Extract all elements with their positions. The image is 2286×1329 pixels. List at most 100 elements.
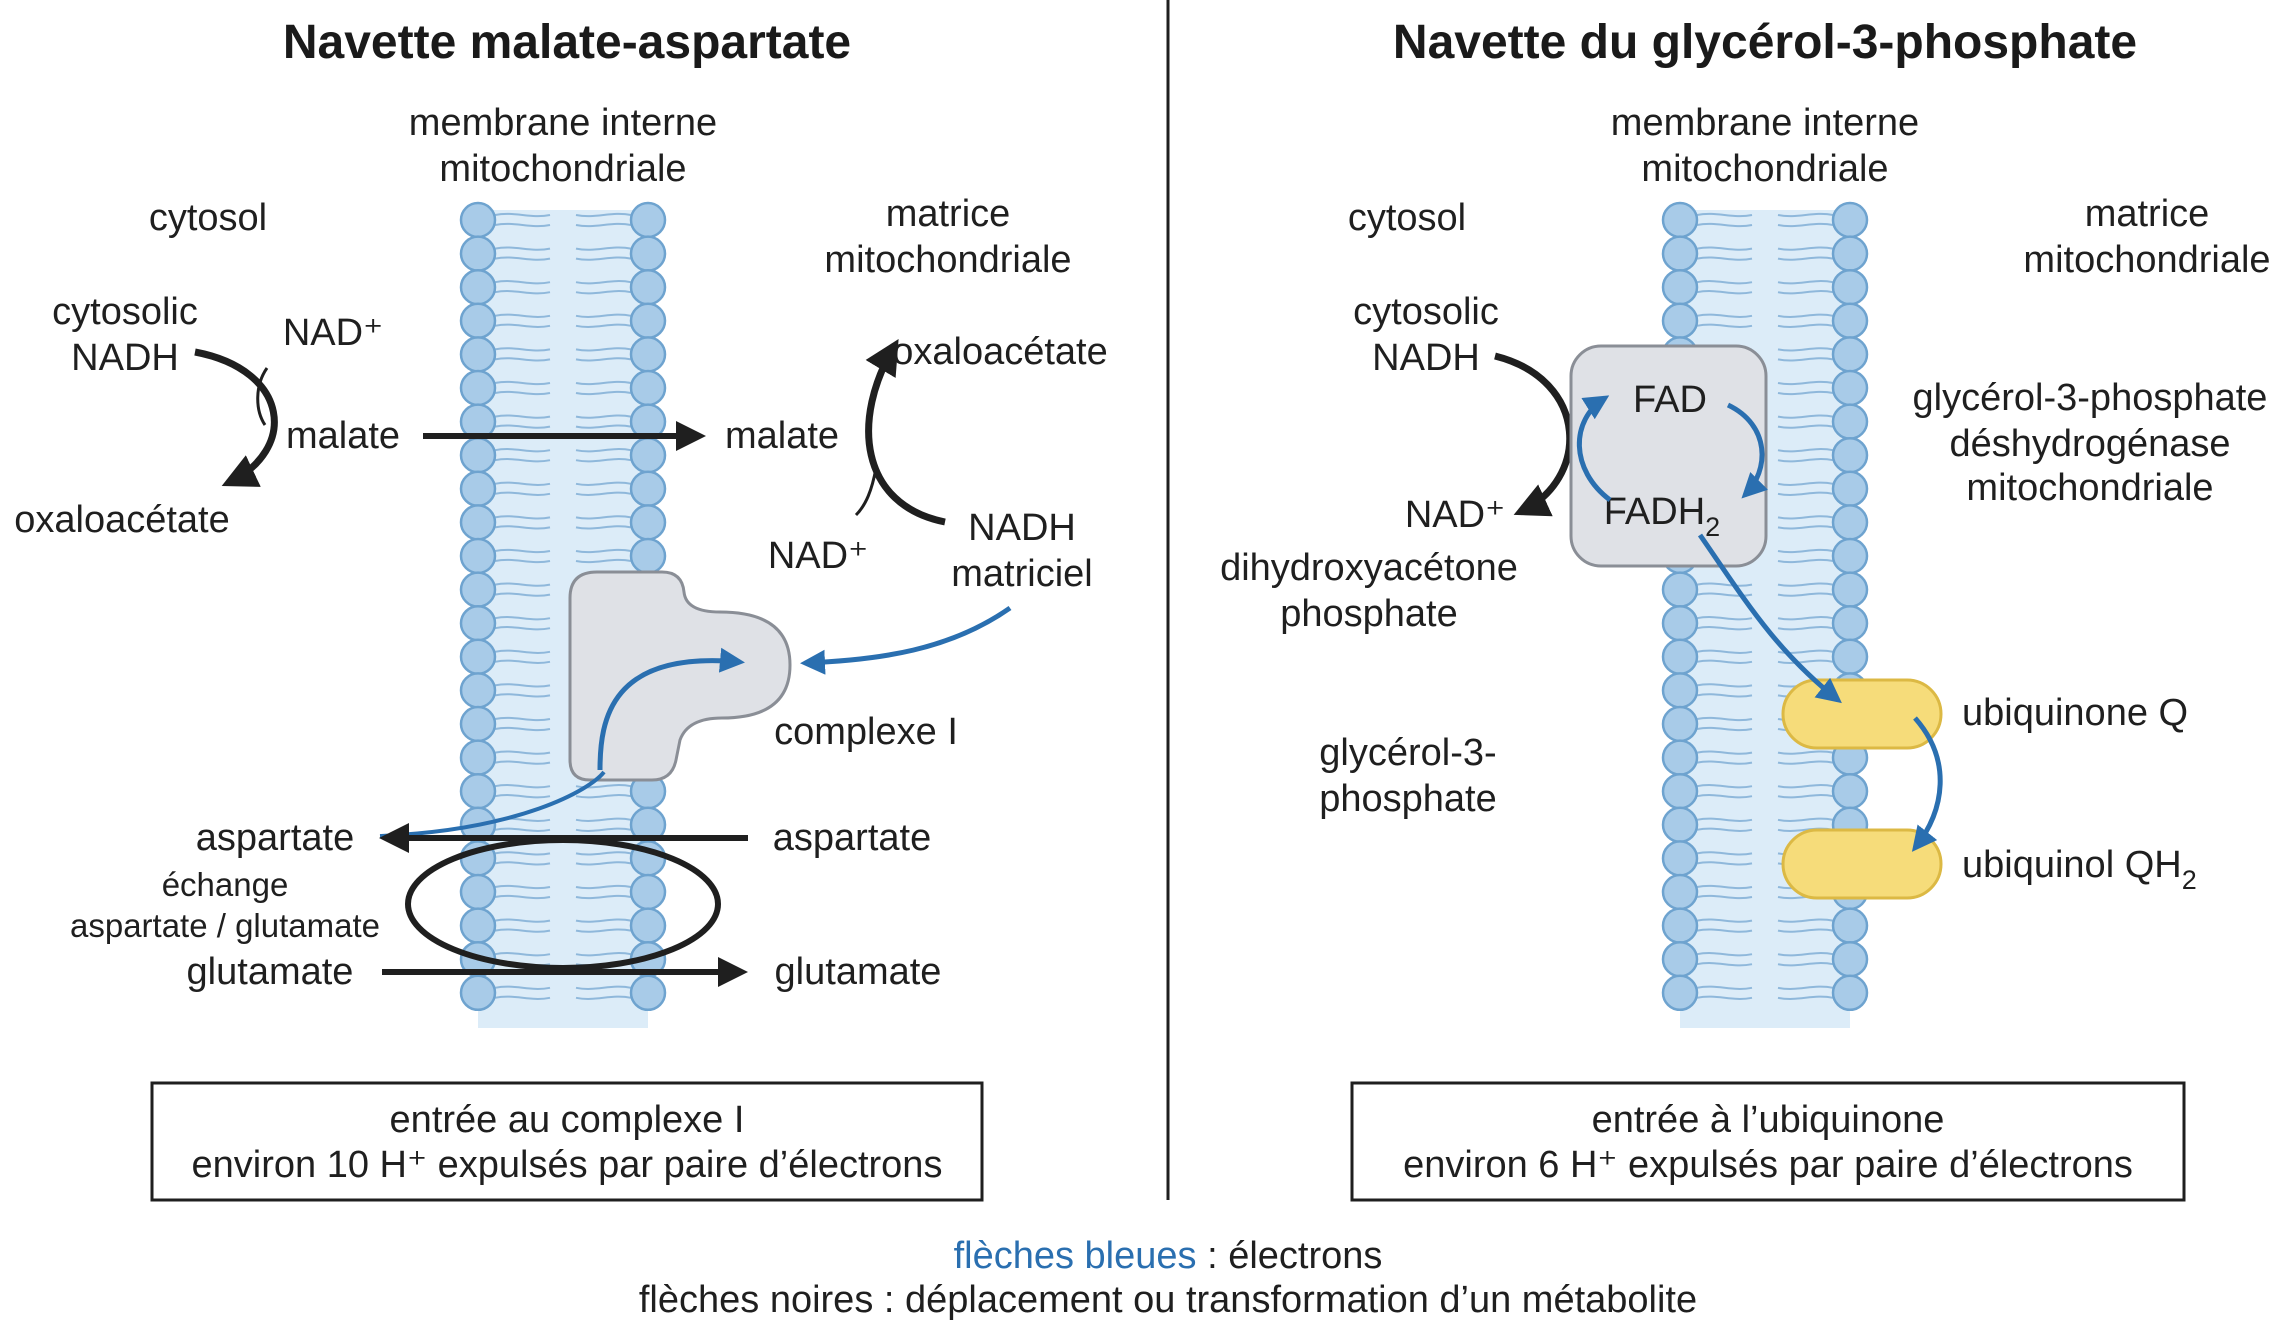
lipid-head xyxy=(1661,907,1699,944)
lipid-tail xyxy=(494,491,551,496)
lipid-tail xyxy=(1777,548,1834,554)
lipid-head xyxy=(1831,638,1869,676)
lipid-tail xyxy=(575,491,632,496)
lipid-tail xyxy=(494,347,551,352)
lipid-tail xyxy=(494,515,551,520)
lipid-tail xyxy=(494,390,551,396)
right-summary-line2: environ 6 H⁺ expulsés par paire d’électr… xyxy=(1403,1144,2133,1186)
ubiquinol-subscript: 2 xyxy=(2182,865,2197,895)
lipid-tail xyxy=(1777,928,1834,933)
lipid-head xyxy=(1661,672,1699,709)
lipid-tail xyxy=(1696,683,1753,688)
lipid-tail xyxy=(1696,760,1753,765)
lipid-head xyxy=(629,470,667,508)
lipid-tail xyxy=(1696,280,1753,285)
lipid-head xyxy=(629,907,667,944)
left-membrane-label-line1: membrane interne xyxy=(409,102,717,144)
lipid-head xyxy=(459,672,497,709)
lipid-tail xyxy=(1777,280,1834,285)
lipid-head xyxy=(1831,302,1869,340)
lipid-tail xyxy=(1777,481,1834,486)
lipid-head xyxy=(1661,302,1699,340)
lipid-tail xyxy=(1696,693,1753,698)
left-oxaloacetate-matrix: oxaloacétate xyxy=(892,331,1108,373)
membrane-left xyxy=(459,201,667,1028)
lipid-head xyxy=(1831,772,1869,810)
right-panel-title: Navette du glycérol-3-phosphate xyxy=(1393,16,2137,69)
cytosol-reaction-arc-arrow xyxy=(194,348,278,487)
lipid-tail xyxy=(494,784,551,789)
lipid-tail xyxy=(494,481,551,486)
lipid-head xyxy=(1831,235,1869,272)
lipid-head xyxy=(1661,974,1699,1012)
lipid-tail xyxy=(494,750,551,755)
lipid-head xyxy=(1661,268,1699,306)
left-panel: Navette malate-aspartate membrane intern… xyxy=(14,16,1108,1202)
ubiquinone-to-ubiquinol-electron-arrow xyxy=(1911,716,1943,852)
right-summary-box xyxy=(1350,1081,2186,1202)
lipid-tail xyxy=(494,827,551,832)
left-oxaloacetate-cytosol: oxaloacétate xyxy=(14,499,230,541)
right-panel: Navette du glycérol-3-phosphate membrane… xyxy=(1220,16,2271,1202)
fad-label: FAD xyxy=(1633,379,1707,421)
left-panel-title: Navette malate-aspartate xyxy=(283,16,851,69)
lipid-tail xyxy=(494,280,551,285)
left-membrane-label-line2: mitochondriale xyxy=(439,148,686,190)
lipid-head xyxy=(629,201,667,239)
lipid-head xyxy=(1831,336,1869,373)
lipid-tail xyxy=(1696,323,1753,328)
lipid-head xyxy=(1661,739,1699,776)
lipid-head xyxy=(459,705,497,743)
enzyme-label-line3: mitochondriale xyxy=(1966,467,2213,509)
lipid-tail xyxy=(1777,659,1834,664)
lipid-head xyxy=(459,772,497,810)
lipid-tail xyxy=(1777,582,1834,587)
lipid-tail xyxy=(1777,390,1834,396)
fadh2-base: FADH xyxy=(1604,491,1705,533)
lipid-head xyxy=(629,235,667,272)
lipid-tail xyxy=(1696,918,1753,923)
fadh2-subscript: 2 xyxy=(1705,512,1720,542)
lipid-head xyxy=(459,974,497,1012)
lipid-tail xyxy=(1696,716,1753,722)
lipid-tail xyxy=(1777,212,1834,218)
lipid-head xyxy=(459,436,497,474)
lipid-head xyxy=(1831,907,1869,944)
lipid-tail xyxy=(1696,827,1753,832)
lipid-tail xyxy=(494,448,551,453)
left-summary-line2: environ 10 H⁺ expulsés par paire d’élect… xyxy=(192,1144,943,1186)
lipid-tail xyxy=(575,985,632,990)
lipid-tail xyxy=(575,827,632,832)
lipid-head xyxy=(459,369,497,407)
lipid-tail xyxy=(575,448,632,453)
legend-line1: flèches bleues : électrons xyxy=(954,1235,1383,1277)
lipid-tail xyxy=(494,649,551,654)
lipid-tail xyxy=(494,659,551,664)
lipid-head xyxy=(629,302,667,340)
left-aspartate-matrix: aspartate xyxy=(773,817,931,859)
lipid-head xyxy=(1661,840,1699,877)
lipid-tail xyxy=(494,558,551,564)
lipid-head xyxy=(629,537,667,575)
lipid-head xyxy=(459,470,497,508)
lipid-tail xyxy=(494,985,551,990)
lipid-head xyxy=(459,235,497,272)
lipid-tail xyxy=(494,995,551,1000)
ubiquinol-base: ubiquinol QH xyxy=(1962,844,2182,886)
lipid-tail xyxy=(575,817,632,822)
lipid-tail xyxy=(494,380,551,386)
lipid-tail xyxy=(494,616,551,621)
lipid-head xyxy=(459,873,497,911)
lipid-tail xyxy=(494,928,551,933)
lipid-tail xyxy=(1777,515,1834,520)
legend-line2: flèches noires : déplacement ou transfor… xyxy=(639,1279,1697,1321)
left-cytosolic-nadh-line2: NADH xyxy=(71,337,179,379)
lipid-head xyxy=(1661,940,1699,978)
lipid-tail xyxy=(1696,817,1753,822)
lipid-tail xyxy=(494,851,551,856)
lipid-tail xyxy=(575,525,632,530)
lipid-tail xyxy=(575,323,632,328)
lipid-head xyxy=(629,336,667,373)
lipid-head xyxy=(1831,470,1869,508)
lipid-tail xyxy=(1696,212,1753,218)
